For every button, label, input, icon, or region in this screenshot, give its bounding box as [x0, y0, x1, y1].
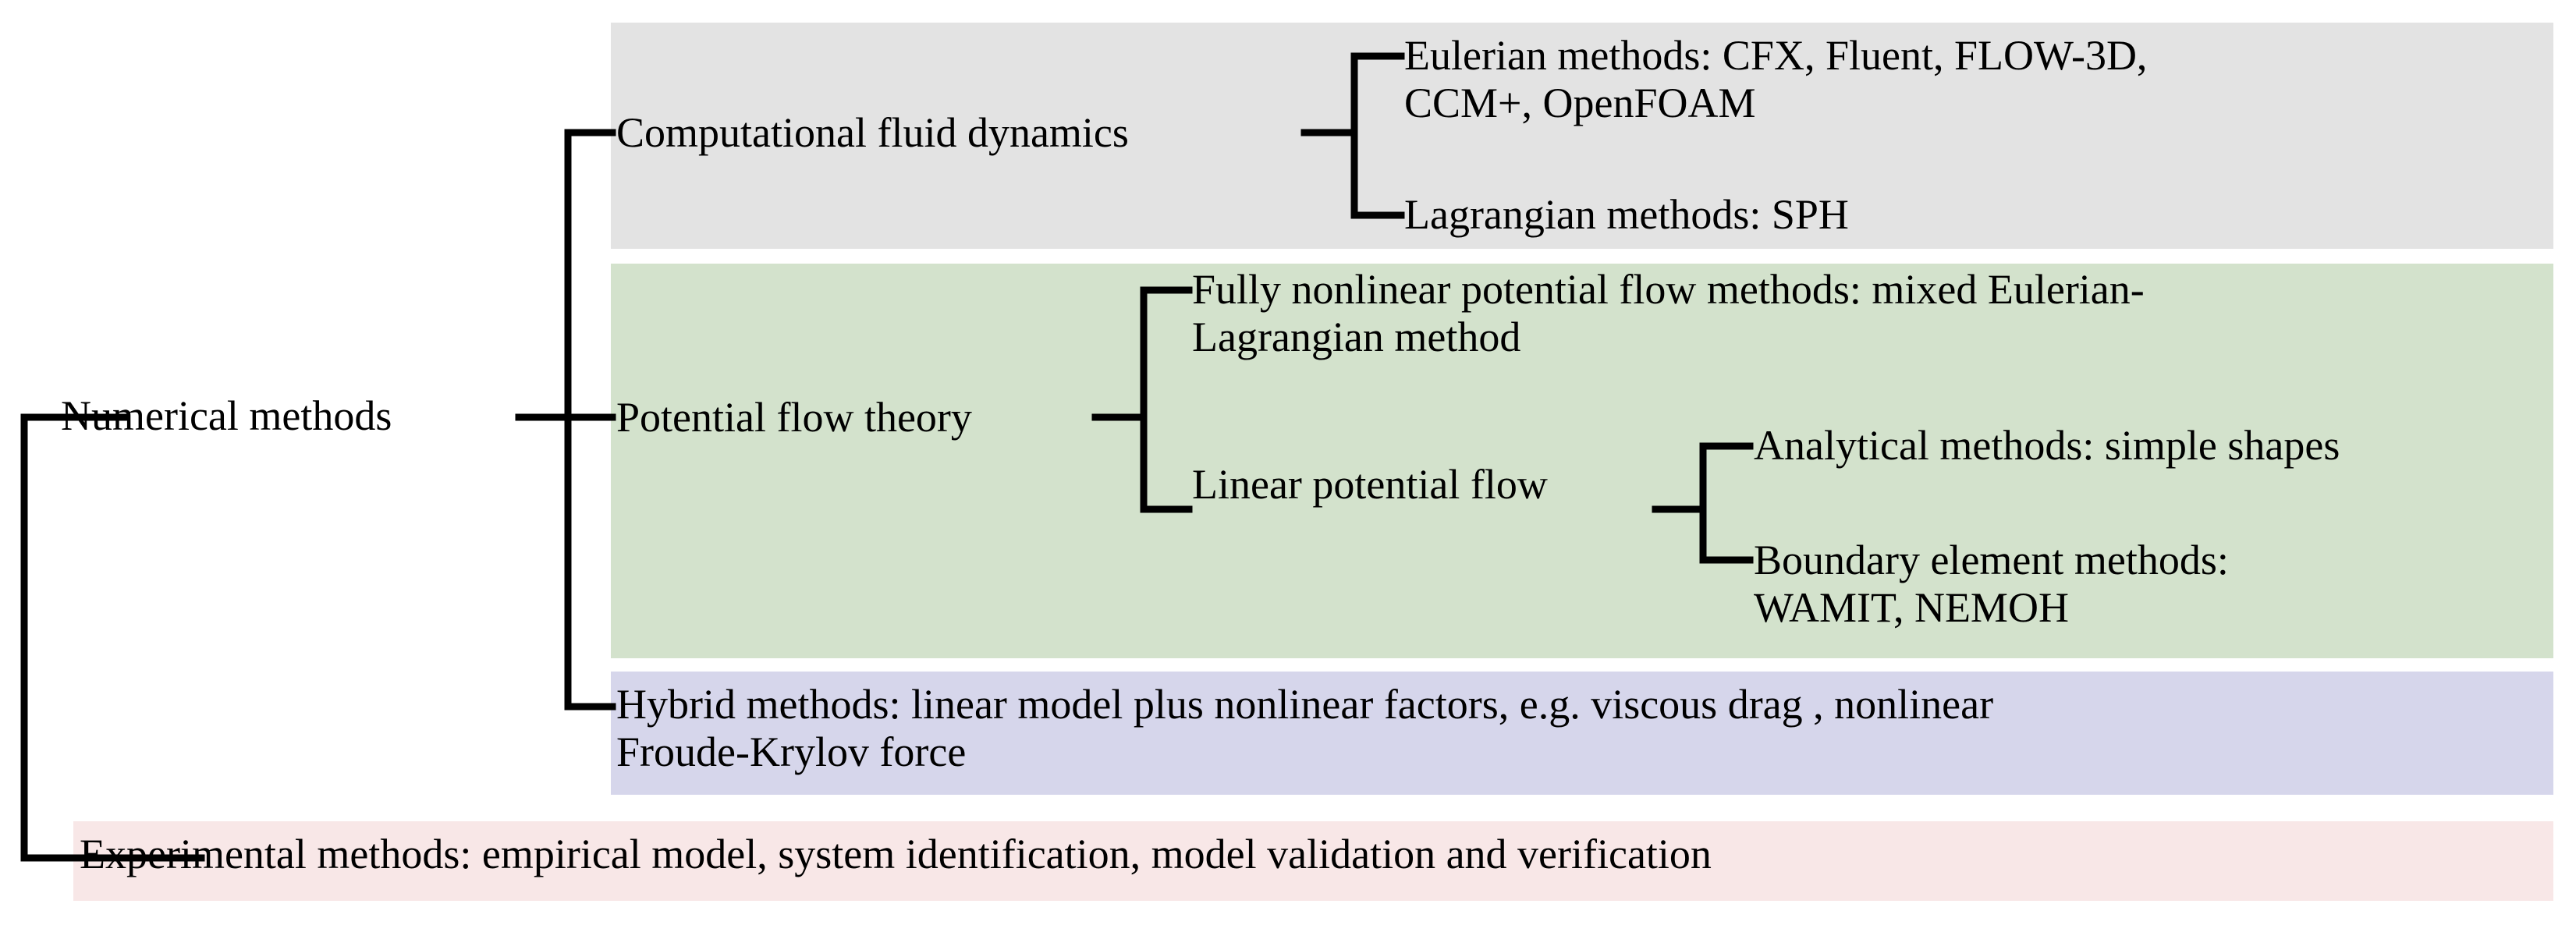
node-analytical-methods[interactable]: Analytical methods: simple shapes — [1754, 422, 2340, 469]
band-experimental-methods — [73, 821, 2553, 901]
node-potential-flow-theory[interactable]: Potential flow theory — [616, 394, 972, 441]
node-boundary-element-methods[interactable]: Boundary element methods: WAMIT, NEMOH — [1754, 537, 2229, 631]
node-lagrangian-methods[interactable]: Lagrangian methods: SPH — [1404, 191, 1849, 238]
node-computational-fluid-dynamics[interactable]: Computational fluid dynamics — [616, 109, 1129, 156]
wire-root-bracket — [20, 413, 205, 862]
band-computational-fluid-dynamics — [611, 23, 2553, 249]
node-fully-nonlinear-potential-flow-methods[interactable]: Fully nonlinear potential flow methods: … — [1192, 266, 2145, 360]
band-hybrid-methods — [611, 672, 2553, 795]
node-linear-potential-flow[interactable]: Linear potential flow — [1192, 461, 1548, 508]
node-hybrid-methods[interactable]: Hybrid methods: linear model plus nonlin… — [616, 681, 1994, 775]
node-eulerian-methods[interactable]: Eulerian methods: CFX, Fluent, FLOW-3D, … — [1404, 32, 2148, 126]
node-experimental-methods[interactable]: Experimental methods: empirical model, s… — [80, 831, 1712, 877]
band-potential-flow-theory — [611, 264, 2553, 658]
node-numerical-methods[interactable]: Numerical methods — [61, 392, 392, 439]
